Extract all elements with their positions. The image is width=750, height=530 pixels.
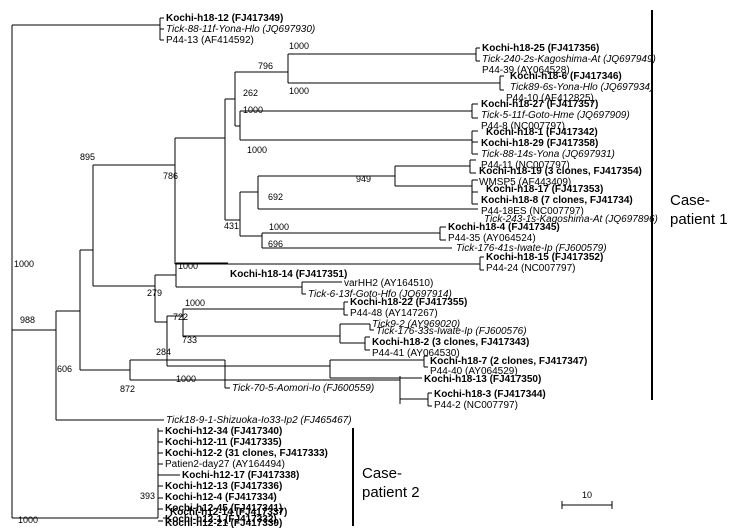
- taxon-label: Kochi-h18-17 (FJ417353): [486, 184, 603, 195]
- taxon-label: Tick-240-2s-Kagoshima-At (JQ697949): [482, 54, 656, 65]
- bootstrap-value: 796: [258, 61, 273, 71]
- bootstrap-value: 786: [163, 171, 178, 181]
- taxon-label: Kochi-h12-1 (FJ417332): [165, 514, 277, 525]
- bootstrap-value: 1000: [247, 145, 267, 155]
- taxon-label: P44-41 (AY064530): [372, 348, 460, 359]
- taxon-label: P44-39 (AY064528): [482, 65, 570, 76]
- bootstrap-value: 1000: [178, 261, 198, 271]
- taxon-label: Kochi-h18-12 (FJ417349): [166, 13, 283, 24]
- bootstrap-value: 872: [120, 384, 135, 394]
- taxon-label: P44-18ES (NC007797): [481, 206, 584, 217]
- bootstrap-value: 1000: [18, 515, 38, 525]
- taxon-label: P44-24 (NC007797): [486, 263, 576, 274]
- taxon-label: Kochi-h18-8 (7 clones, FJ41734): [481, 195, 633, 206]
- taxon-label: P44-2 (NC007797): [434, 400, 518, 411]
- case-patient-1-label: Case-: [670, 192, 710, 209]
- bootstrap-value: 722: [173, 312, 188, 322]
- case-patient-2-label: patient 2: [362, 484, 420, 501]
- bootstrap-value: 1000: [269, 222, 289, 232]
- bootstrap-values: 1000 988 606 895 786 796 262 1000 1000 1…: [14, 41, 371, 525]
- scale-bar-label: 10: [582, 490, 592, 500]
- taxon-label: Kochi-h18-4 (FJ417345): [448, 222, 560, 233]
- bootstrap-value: 733: [182, 335, 197, 345]
- taxon-label: Patien2-day27 (AY164494): [165, 459, 285, 470]
- bootstrap-value: 1000: [289, 41, 309, 51]
- bootstrap-value: 606: [57, 364, 72, 374]
- taxon-label: Tick89-6s-Yona-Hlo (JQ697934): [510, 82, 653, 93]
- taxon-label: Kochi-h12-21 (FJ417339): [165, 518, 282, 529]
- taxon-label: Kochi-h18-3 (FJ417344): [434, 389, 546, 400]
- bootstrap-value: 692: [268, 192, 283, 202]
- taxon-label: Kochi-h12-11 (FJ417335): [165, 437, 282, 448]
- taxon-label: P44-40 (AY064529): [430, 366, 518, 377]
- taxon-label: Kochi-h18-15 (FJ417352): [486, 252, 603, 263]
- taxon-label: Kochi-h18-1 (FJ417342): [486, 127, 598, 138]
- bootstrap-value: 1000: [14, 259, 34, 269]
- taxon-label: Kochi-h12-34 (FJ417340): [165, 426, 282, 437]
- scale-bar: 10: [561, 490, 613, 509]
- taxa-labels: Kochi-h18-12 (FJ417349) Tick-88-11f-Yona…: [165, 13, 658, 529]
- taxon-label: Tick-88-14s-Yona (JQ697931): [481, 149, 615, 160]
- taxon-label: Tick-176-41s-Iwate-Ip (FJ600579): [456, 243, 607, 254]
- taxon-label: Tick-70-5-Aomori-Io (FJ600559): [232, 383, 374, 394]
- bootstrap-value: 1000: [243, 105, 263, 115]
- taxon-label: Kochi-h12-13 (FJ417336): [165, 481, 282, 492]
- taxon-label: Tick9-2 (AY969020): [372, 319, 460, 330]
- taxon-label: Kochi-h18-6 (FJ417346): [510, 71, 622, 82]
- taxon-label: Tick-176-33s-Iwate-Ip (FJ600576): [376, 326, 527, 337]
- bootstrap-value: 696: [268, 239, 283, 249]
- scale-bar-line: [561, 501, 613, 509]
- taxon-label: P44-11 (NC007797): [481, 160, 570, 171]
- bootstrap-value: 1000: [185, 298, 205, 308]
- taxon-label: Kochi-h12-45 (FJ417341): [165, 503, 282, 514]
- bootstrap-value: 284: [156, 347, 171, 357]
- bootstrap-value: 393: [140, 491, 155, 501]
- taxon-label: Kochi-h12-4 (FJ417334): [165, 492, 277, 503]
- taxon-label: varHH2 (AY164510): [344, 278, 433, 289]
- taxon-label: Kochi-h18-2 (3 clones, FJ417343): [372, 337, 529, 348]
- taxon-label: Tick-5-11f-Goto-Hme (JQ697909): [481, 110, 630, 121]
- taxon-label: Kochi-h18-27 (FJ417357): [481, 99, 598, 110]
- taxon-label: P44-10 (AF412825): [506, 93, 594, 104]
- taxon-label: Kochi-h18-19 (3 clones, FJ417354): [479, 166, 642, 177]
- taxon-label: WMSP5 (AF443409): [479, 177, 571, 188]
- taxon-label: Kochi-h12-2 (31 clones, FJ417333): [165, 448, 328, 459]
- case-patient-1-label: patient 1: [670, 211, 728, 228]
- taxon-label: Kochi-h18-25 (FJ417356): [482, 43, 599, 54]
- taxon-label: P44-35 (AY064524): [448, 233, 536, 244]
- bootstrap-value: 1000: [289, 86, 309, 96]
- taxon-label: Kochi-h18-14 (FJ417351): [230, 269, 347, 280]
- bootstrap-value: 895: [80, 152, 95, 162]
- taxon-label: Tick-88-11f-Yona-Hlo (JQ697930): [166, 24, 315, 35]
- taxon-label: P44-48 (AY147267): [350, 308, 438, 319]
- bootstrap-value: 262: [243, 88, 258, 98]
- taxon-label: Kochi-h12-17 (FJ417338): [182, 470, 299, 481]
- taxon-label: P44-13 (AF414592): [166, 35, 254, 46]
- taxon-label: Tick-6-13f-Goto-Hfo (JQ697914): [308, 289, 452, 300]
- taxon-label: Kochi-h18-22 (FJ417355): [350, 297, 467, 308]
- taxon-label: P44-8 (NC007797): [481, 121, 565, 132]
- taxon-label: Kochi-h18-7 (2 clones, FJ417347): [430, 356, 587, 367]
- taxon-label: Tick18-9-1-Shizuoka-Io33-Ip2 (FJ465467): [166, 415, 352, 426]
- taxon-label: Kochi-h18-13 (FJ417350): [424, 374, 541, 385]
- bootstrap-value: 988: [20, 315, 35, 325]
- bootstrap-value: 279: [147, 288, 162, 298]
- tree-branches: [11, 17, 504, 522]
- bootstrap-value: 431: [224, 221, 239, 231]
- case-patient-2-label: Case-: [362, 465, 402, 482]
- bootstrap-value: 1000: [176, 374, 196, 384]
- taxon-label: Kochi-h18-29 (FJ417358): [481, 138, 598, 149]
- taxon-label: Kochi-h12-14 (FJ417337): [170, 507, 287, 518]
- taxon-label: Tick-243-1s-Kagoshima-At (JQ697896): [484, 214, 658, 225]
- bootstrap-value: 949: [356, 174, 371, 184]
